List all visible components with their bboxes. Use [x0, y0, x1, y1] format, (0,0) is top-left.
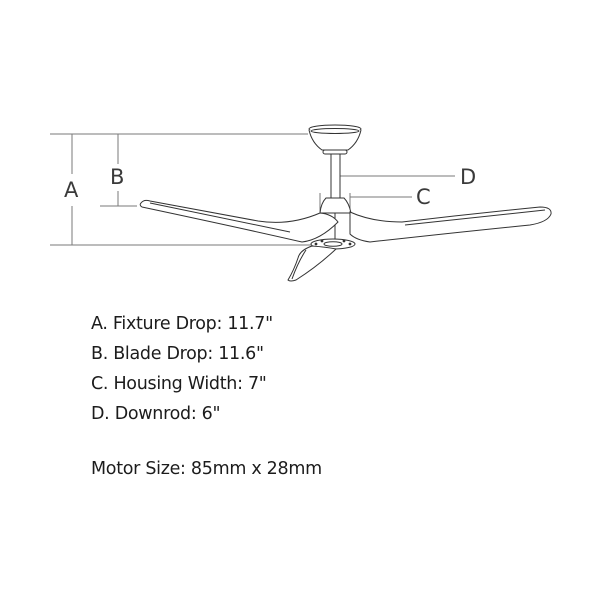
motor-housing [319, 197, 352, 214]
spec-fixture-drop: A. Fixture Drop: 11.7" [91, 314, 273, 334]
blade-right [349, 206, 552, 243]
motor-size: Motor Size: 85mm x 28mm [91, 459, 322, 479]
spec-housing-width: C. Housing Width: 7" [91, 374, 267, 394]
canopy [308, 124, 362, 155]
spec-downrod: D. Downrod: 6" [91, 404, 221, 424]
downrod [330, 153, 341, 199]
label-d: D [460, 165, 476, 189]
fan-dimension-diagram: A B D C [50, 124, 552, 282]
specifications-list: A. Fixture Drop: 11.7" B. Blade Drop: 11… [91, 309, 273, 429]
dimension-lines [50, 133, 455, 246]
label-a: A [64, 178, 79, 202]
ceiling-fan-drawing [139, 124, 552, 282]
label-b: B [110, 165, 124, 189]
label-c: C [416, 185, 431, 209]
spec-blade-drop: B. Blade Drop: 11.6" [91, 344, 264, 364]
blade-front [287, 245, 338, 282]
